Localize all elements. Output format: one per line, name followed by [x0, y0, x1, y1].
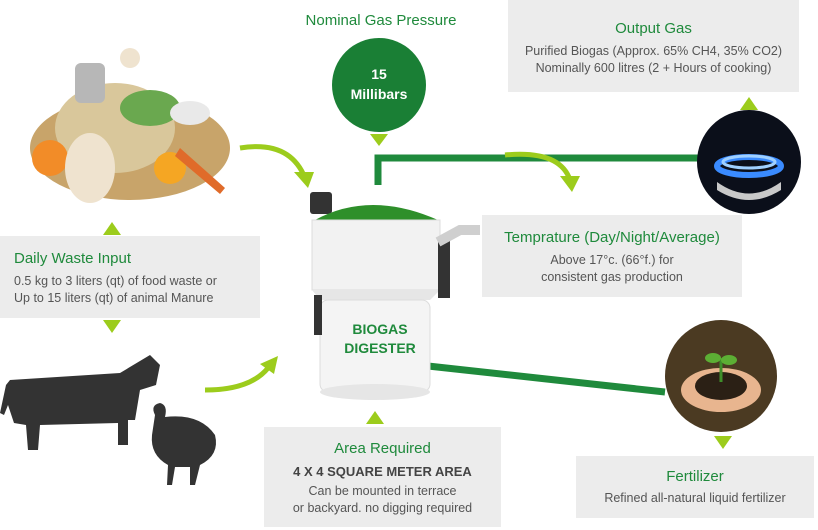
temperature-box: Temprature (Day/Night/Average) Above 17°…	[482, 215, 742, 297]
triangle-output-gas	[740, 97, 758, 110]
arrow-food-to-digester	[239, 144, 308, 179]
arrow-food-to-digester-head	[294, 172, 314, 188]
digester-label-line2: DIGESTER	[344, 340, 416, 356]
gas-burner-image	[697, 110, 801, 214]
gas-pipe	[374, 154, 700, 185]
triangle-waste-down	[103, 320, 121, 333]
arrow-gas-to-temp-head	[560, 176, 580, 192]
animals-image	[0, 355, 216, 485]
temperature-title: Temprature (Day/Night/Average)	[504, 229, 720, 246]
daily-waste-line2: Up to 15 liters (qt) of animal Manure	[14, 291, 214, 305]
fertilizer-line1: Refined all-natural liquid fertilizer	[604, 491, 786, 505]
daily-waste-box: Daily Waste Input 0.5 kg to 3 liters (qt…	[0, 236, 260, 318]
area-required-title: Area Required	[334, 440, 431, 457]
output-gas-line2: Nominally 600 litres (2 + Hours of cooki…	[535, 61, 772, 75]
area-required-line2: or backyard. no digging required	[292, 501, 473, 515]
pressure-unit: Millibars	[350, 86, 408, 102]
daily-waste-line1: 0.5 kg to 3 liters (qt) of food waste or	[14, 274, 217, 288]
food-waste-image	[30, 48, 230, 203]
cow-silhouette	[0, 355, 160, 450]
area-required-line1: Can be mounted in terrace	[308, 484, 457, 498]
chicken-silhouette	[151, 403, 216, 485]
triangle-waste-up	[103, 222, 121, 235]
area-required-subtitle: 4 X 4 SQUARE METER AREA	[293, 464, 472, 479]
triangle-area	[366, 411, 384, 424]
triangle-fertilizer	[714, 436, 732, 449]
area-required-box: Area Required 4 X 4 SQUARE METER AREA Ca…	[264, 427, 501, 527]
temperature-line2: consistent gas production	[541, 270, 683, 284]
digester-label: BIOGAS DIGESTER	[330, 320, 430, 358]
pressure-circle: 15 Millibars	[332, 38, 426, 132]
temperature-line1: Above 17°c. (66°f.) for	[550, 253, 674, 267]
fertilizer-title: Fertilizer	[666, 468, 724, 485]
output-gas-box: Output Gas Purified Biogas (Approx. 65% …	[508, 0, 799, 92]
fertilizer-image	[665, 320, 777, 432]
pressure-value: 15	[371, 66, 387, 82]
fertilizer-box: Fertilizer Refined all-natural liquid fe…	[576, 456, 814, 518]
digester-label-line1: BIOGAS	[352, 321, 408, 337]
output-gas-line1: Purified Biogas (Approx. 65% CH4, 35% CO…	[524, 44, 783, 58]
biogas-digester-image	[310, 192, 480, 400]
daily-waste-title: Daily Waste Input	[14, 250, 131, 267]
pressure-heading: Nominal Gas Pressure	[305, 12, 457, 29]
fertilizer-pipe	[427, 362, 666, 396]
output-gas-title: Output Gas	[615, 20, 692, 37]
arrow-animals-to-digester	[204, 366, 270, 393]
arrow-animals-to-digester-head	[260, 356, 278, 374]
arrow-gas-to-temp	[504, 151, 573, 181]
triangle-pressure	[370, 134, 388, 146]
